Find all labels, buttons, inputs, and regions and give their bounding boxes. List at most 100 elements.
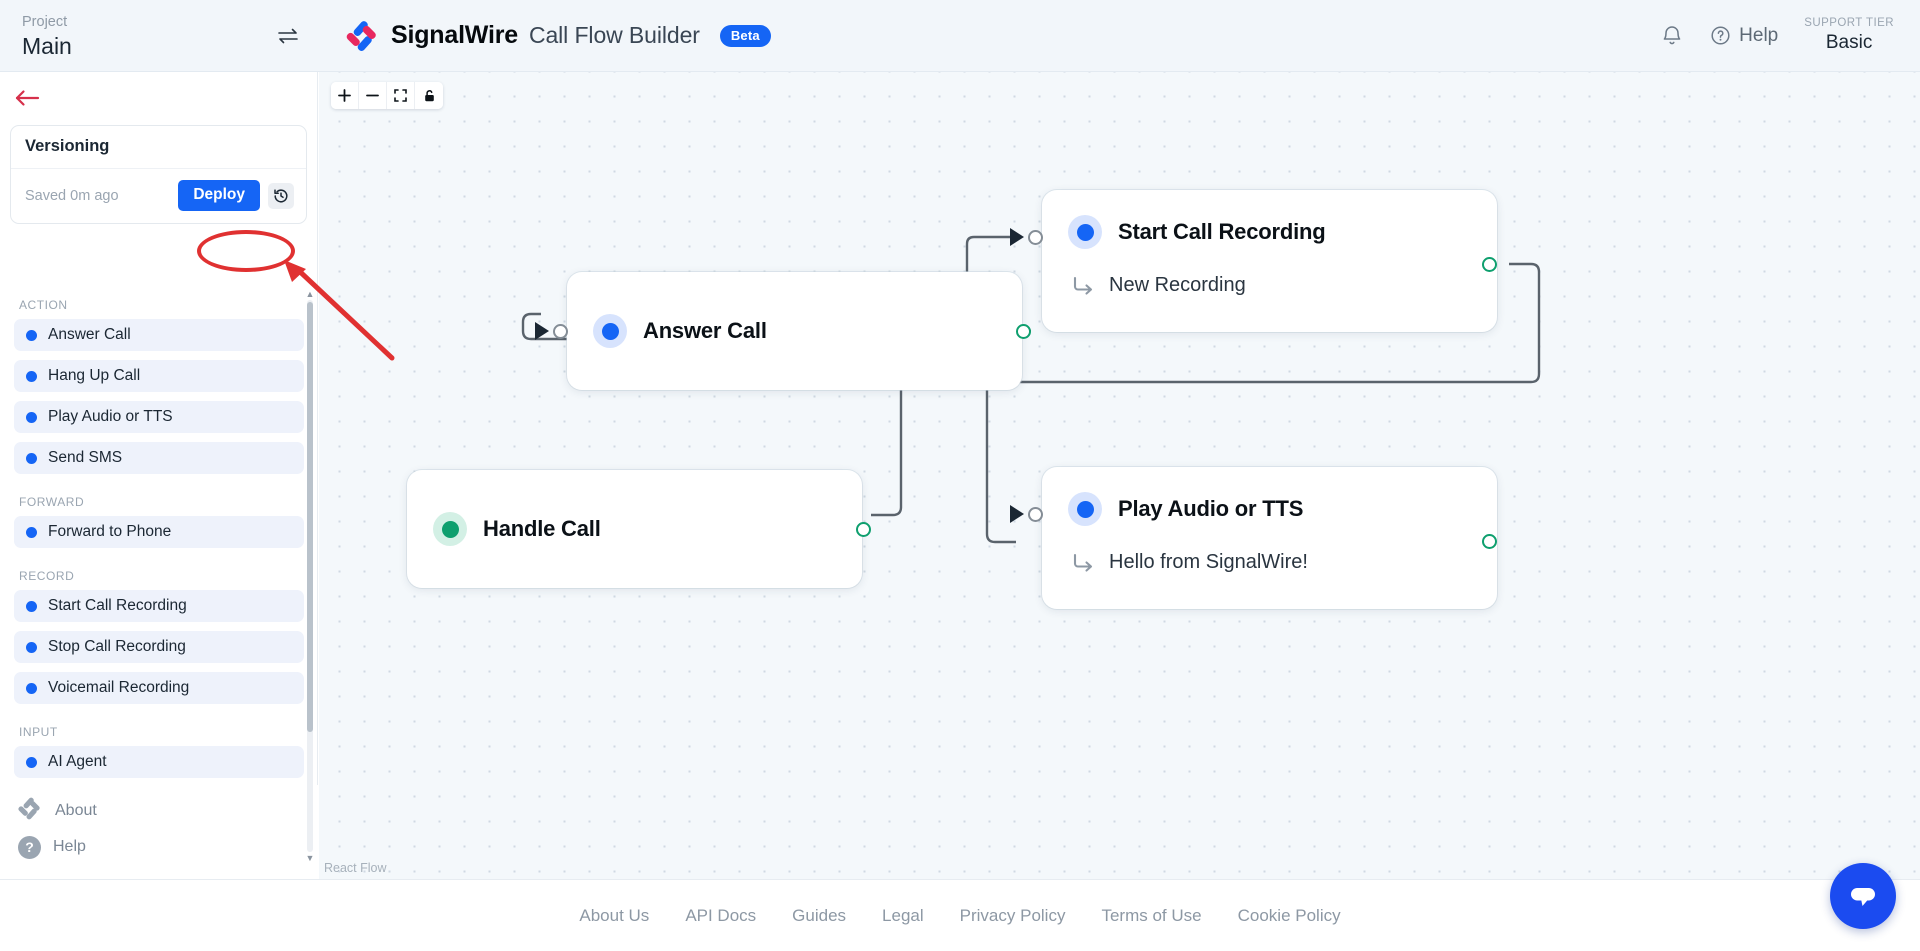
lock-icon[interactable] — [415, 82, 443, 109]
palette-item-start-call-recording[interactable]: Start Call Recording — [14, 590, 304, 622]
swap-horizontal-icon[interactable] — [276, 27, 300, 45]
project-label: Project — [22, 13, 68, 30]
node-output-port[interactable] — [1016, 324, 1031, 339]
node-input-port[interactable] — [553, 324, 568, 339]
fit-view-icon[interactable] — [387, 82, 415, 109]
react-flow-attribution[interactable]: React Flow — [324, 861, 387, 875]
app-title: Call Flow Builder — [528, 22, 700, 48]
palette-item-label: Hang Up Call — [48, 367, 141, 384]
node-type-dot-icon — [433, 512, 467, 546]
scrollbar-thumb[interactable] — [307, 302, 313, 732]
signalwire-logo-icon — [18, 796, 43, 826]
footer-link-api-docs[interactable]: API Docs — [685, 905, 757, 925]
panel-about-label: About — [55, 802, 97, 819]
palette-group-label: RECORD — [19, 569, 75, 583]
support-tier-value: Basic — [1825, 31, 1873, 53]
beta-badge: Beta — [719, 24, 771, 47]
history-clock-icon[interactable] — [268, 182, 294, 209]
footer-link-guides[interactable]: Guides — [792, 905, 847, 925]
support-tier[interactable]: SUPPORT TIER Basic — [1804, 16, 1894, 54]
zoom-in-icon[interactable] — [331, 82, 359, 109]
footer-link-privacy-policy[interactable]: Privacy Policy — [959, 905, 1066, 925]
scroll-up-icon[interactable]: ▲ — [305, 289, 315, 299]
canvas-zoom-toolbar — [331, 82, 443, 109]
help-circle-icon — [1711, 26, 1730, 45]
node-type-dot-icon — [26, 682, 37, 694]
palette-groups: ACTION Answer Call Hang Up Call Play Aud… — [14, 286, 304, 870]
arrow-branch-icon — [1073, 553, 1093, 572]
chat-bubble-button[interactable] — [1830, 863, 1896, 929]
node-output-port[interactable] — [1482, 534, 1497, 549]
node-type-dot-icon — [26, 329, 37, 341]
node-palette[interactable]: ACTION Answer Call Hang Up Call Play Aud… — [0, 286, 318, 870]
panel-about-item[interactable]: About — [18, 793, 318, 829]
palette-item-label: Stop Call Recording — [48, 638, 186, 655]
flow-node-start-call-recording[interactable]: Start Call Recording New Recording — [1042, 190, 1497, 332]
node-input-arrow-icon — [1010, 505, 1024, 523]
palette-item-send-sms[interactable]: Send SMS — [14, 442, 304, 474]
palette-scrollbar[interactable]: ▲ ▼ — [305, 286, 315, 866]
signalwire-logo-icon — [346, 19, 380, 53]
node-type-dot-icon — [26, 600, 37, 612]
flow-node-handle-call[interactable]: Handle Call — [407, 470, 862, 588]
node-input-port[interactable] — [1028, 230, 1043, 245]
back-arrow-icon[interactable] — [0, 72, 48, 121]
project-switcher[interactable]: Project Main — [0, 0, 318, 72]
brand-name: SignalWire — [391, 21, 518, 49]
palette-item-play-audio-or-tts[interactable]: Play Audio or TTS — [14, 401, 304, 433]
node-input-port[interactable] — [1028, 507, 1043, 522]
arrow-branch-icon — [1073, 276, 1093, 295]
footer-link-cookie-policy[interactable]: Cookie Policy — [1237, 905, 1341, 925]
panel-help-item[interactable]: ? Help — [18, 829, 318, 865]
node-output-port[interactable] — [1482, 257, 1497, 272]
palette-group-label: FORWARD — [19, 495, 85, 509]
panel-help-label: Help — [53, 838, 86, 855]
node-type-dot-icon — [26, 452, 37, 464]
node-title: Answer Call — [643, 318, 767, 343]
palette-item-answer-call[interactable]: Answer Call — [14, 319, 304, 351]
footer-link-legal[interactable]: Legal — [882, 905, 924, 925]
palette-item-voicemail-recording[interactable]: Voicemail Recording — [14, 672, 304, 704]
palette-item-label: AI Agent — [48, 753, 107, 770]
palette-item-label: Voicemail Recording — [48, 679, 190, 696]
palette-item-stop-call-recording[interactable]: Stop Call Recording — [14, 631, 304, 663]
node-input-arrow-icon — [535, 322, 549, 340]
node-input-arrow-icon — [1010, 228, 1024, 246]
version-actions: Deploy — [178, 180, 294, 211]
node-type-dot-icon — [593, 314, 627, 348]
versioning-card: Versioning Saved 0m ago Deploy — [10, 125, 307, 224]
node-type-dot-icon — [1068, 215, 1102, 249]
zoom-out-icon[interactable] — [359, 82, 387, 109]
chat-bubble-icon — [1851, 888, 1875, 906]
palette-item-label: Send SMS — [48, 449, 123, 466]
node-subtitle-row: New Recording — [1042, 274, 1497, 297]
flow-canvas[interactable]: Answer Call Start Call Recording New Rec… — [319, 72, 1920, 879]
palette-group-label: INPUT — [19, 725, 58, 739]
palette-item-forward-to-phone[interactable]: Forward to Phone — [14, 516, 304, 548]
palette-item-hang-up-call[interactable]: Hang Up Call — [14, 360, 304, 392]
left-panel: Versioning Saved 0m ago Deploy — [0, 72, 395, 879]
footer-link-about-us[interactable]: About Us — [579, 905, 650, 925]
node-type-dot-icon — [1068, 492, 1102, 526]
help-link[interactable]: Help — [1710, 25, 1778, 47]
flow-node-answer-call[interactable]: Answer Call — [567, 272, 1022, 390]
node-title: Handle Call — [483, 516, 601, 541]
top-bar-right: Help SUPPORT TIER Basic — [1660, 16, 1920, 54]
node-type-dot-icon — [26, 411, 37, 423]
bell-icon[interactable] — [1660, 23, 1684, 48]
scroll-down-icon[interactable]: ▼ — [305, 853, 315, 863]
flow-node-play-audio-or-tts[interactable]: Play Audio or TTS Hello from SignalWire! — [1042, 467, 1497, 609]
node-type-dot-icon — [26, 526, 37, 538]
deploy-button[interactable]: Deploy — [178, 180, 260, 211]
help-label: Help — [1739, 24, 1779, 46]
node-type-dot-icon — [26, 641, 37, 653]
palette-item-ai-agent[interactable]: AI Agent — [14, 746, 304, 778]
node-subtitle: Hello from SignalWire! — [1109, 551, 1308, 573]
node-header: Handle Call — [407, 470, 862, 588]
footer-link-terms-of-use[interactable]: Terms of Use — [1101, 905, 1202, 925]
node-output-port[interactable] — [856, 522, 871, 537]
top-bar: Project Main SignalWire Call Flo — [0, 0, 1920, 72]
brand: SignalWire Call Flow Builder Beta — [346, 19, 771, 53]
panel-footer: About ? Help — [0, 785, 318, 879]
saved-status: Saved 0m ago — [25, 187, 119, 204]
